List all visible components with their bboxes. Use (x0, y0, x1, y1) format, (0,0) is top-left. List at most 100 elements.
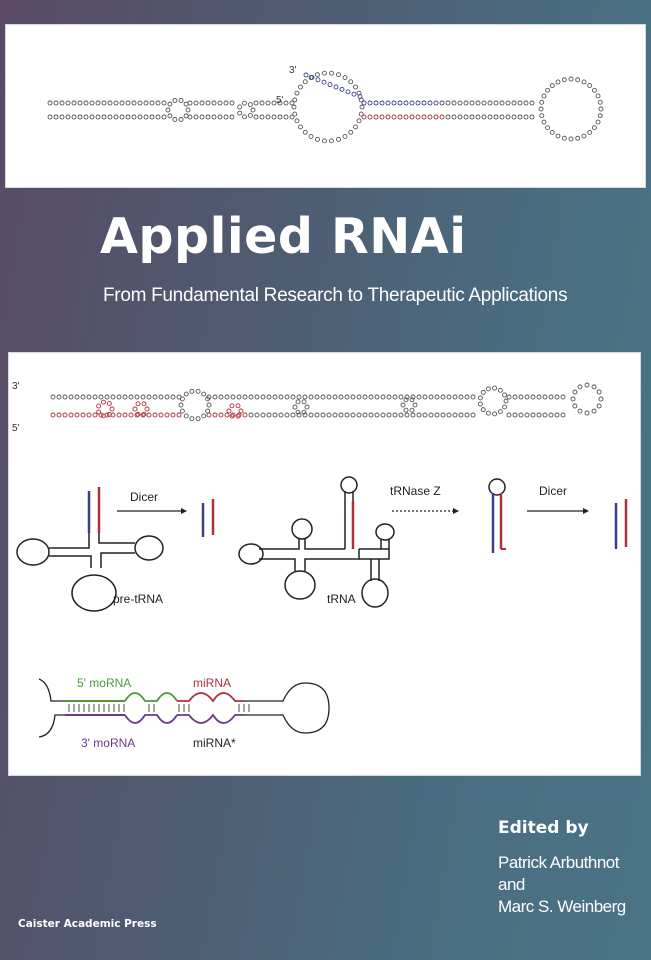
nucleotide-mark (254, 394, 260, 400)
nucleotide-mark (238, 408, 244, 414)
nucleotide-mark (119, 114, 125, 120)
nucleotide-mark (128, 394, 134, 400)
nucleotide-mark (183, 101, 189, 107)
nucleotide-mark (493, 100, 499, 106)
nucleotide-mark (223, 114, 229, 120)
nucleotide-mark (451, 114, 457, 120)
nucleotide-mark (183, 413, 189, 419)
nucleotide-mark (548, 412, 554, 418)
nucleotide-mark (530, 394, 536, 400)
nucleotide-mark (598, 106, 604, 112)
nucleotide-mark (475, 100, 481, 106)
editor-name-1: Patrick Arbuthnot (498, 853, 619, 872)
nucleotide-mark (458, 394, 464, 400)
nucleotide-mark (141, 401, 147, 407)
nucleotide-mark (212, 412, 218, 418)
top-hairpin-strands (47, 70, 604, 144)
nucleotide-mark (344, 412, 350, 418)
nucleotide-mark (392, 412, 398, 418)
nucleotide-mark (135, 411, 141, 417)
nucleotide-mark (524, 394, 530, 400)
nucleotide-mark (179, 396, 185, 402)
nucleotide-mark (595, 93, 601, 99)
nucleotide-mark (230, 412, 236, 418)
nucleotide-mark (554, 394, 560, 400)
nucleotide-mark (554, 412, 560, 418)
nucleotide-mark (205, 408, 211, 414)
nucleotide-mark (132, 406, 138, 412)
nucleotide-mark (530, 412, 536, 418)
nucleotide-mark (125, 100, 131, 106)
nucleotide-mark (212, 394, 218, 400)
nucleotide-mark (493, 114, 499, 120)
nucleotide-mark (68, 394, 74, 400)
nucleotide-mark (572, 403, 578, 409)
nucleotide-mark (368, 394, 374, 400)
nucleotide-mark (314, 394, 320, 400)
nucleotide-mark (518, 412, 524, 418)
nucleotide-mark (211, 100, 217, 106)
nucleotide-mark (485, 386, 491, 392)
nucleotide-mark (434, 394, 440, 400)
nucleotide-mark (266, 412, 272, 418)
nucleotide-mark (140, 394, 146, 400)
nucleotide-mark (248, 412, 254, 418)
top-three-prime-label: 3' (289, 65, 297, 76)
nucleotide-mark (357, 94, 363, 100)
nucleotide-mark (83, 114, 89, 120)
mid-hairpin-strands (50, 382, 604, 422)
nucleotide-mark (291, 104, 297, 110)
nucleotide-mark (289, 100, 295, 106)
nucleotide-mark (591, 384, 597, 390)
nucleotide-mark (205, 396, 211, 402)
nucleotide-mark (302, 79, 308, 85)
nucleotide-mark (272, 412, 278, 418)
nucleotide-mark (143, 114, 149, 120)
nucleotide-mark (170, 412, 176, 418)
nucleotide-mark (403, 397, 409, 403)
rna-hairpin-top: 3' 5' (47, 65, 604, 144)
nucleotide-mark (206, 412, 212, 418)
nucleotide-mark (412, 402, 418, 408)
nucleotide-mark (165, 107, 171, 113)
nucleotide-mark (106, 401, 112, 406)
nucleotide-mark (338, 394, 344, 400)
nucleotide-mark (107, 114, 113, 120)
nucleotide-mark (277, 114, 283, 120)
nucleotide-mark (327, 82, 333, 88)
nucleotide-mark (271, 114, 277, 120)
nucleotide-mark (301, 399, 307, 405)
nucleotide-mark (235, 403, 241, 409)
nucleotide-mark (446, 412, 452, 418)
nucleotide-mark (284, 394, 290, 400)
nucleotide-mark (336, 136, 341, 142)
nucleotide-mark (201, 413, 207, 419)
nucleotide-mark (374, 412, 380, 418)
nucleotide-mark (452, 412, 458, 418)
nucleotide-mark (592, 125, 597, 131)
nucleotide-mark (155, 100, 161, 106)
nucleotide-mark (529, 114, 535, 120)
nucleotide-mark (421, 114, 427, 120)
nucleotide-mark (391, 114, 397, 120)
nucleotide-mark (176, 412, 182, 418)
nucleotide-mark (320, 412, 326, 418)
nucleotide-mark (308, 412, 314, 418)
nucleotide-mark (470, 394, 476, 400)
nucleotide-mark (477, 401, 483, 407)
nucleotide-mark (62, 394, 68, 400)
nucleotide-mark (71, 114, 77, 120)
nucleotide-mark (464, 394, 470, 400)
nucleotide-mark (351, 91, 357, 97)
nucleotide-mark (217, 100, 223, 106)
nucleotide-mark (315, 72, 320, 78)
nucleotide-mark (333, 84, 339, 90)
nucleotide-mark (95, 114, 101, 120)
nucleotide-mark (595, 119, 601, 125)
nucleotide-mark (548, 394, 554, 400)
nucleotide-mark (512, 412, 518, 418)
nucleotide-mark (587, 130, 593, 135)
nucleotide-mark (403, 114, 409, 120)
nucleotide-mark (100, 413, 106, 419)
nucleotide-mark (170, 394, 176, 400)
